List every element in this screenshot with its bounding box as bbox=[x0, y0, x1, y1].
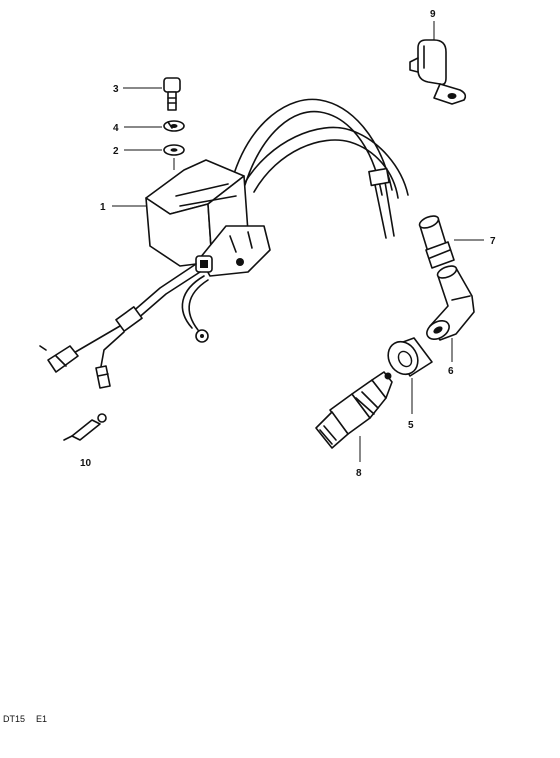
ignition-coil-drawing bbox=[145, 159, 271, 277]
callout-7: 7 bbox=[490, 236, 496, 247]
region-code: E1 bbox=[36, 714, 47, 724]
callout-6: 6 bbox=[448, 366, 454, 377]
wire-terminal-drawing bbox=[63, 413, 107, 441]
model-code: DT15 bbox=[3, 714, 25, 724]
spark-plug-cap-drawing bbox=[426, 265, 475, 341]
callout-9: 9 bbox=[430, 9, 436, 20]
washer-drawing bbox=[163, 144, 185, 156]
callout-1: 1 bbox=[100, 202, 106, 213]
callout-2: 2 bbox=[113, 146, 119, 157]
clamp-drawing bbox=[409, 39, 467, 105]
spark-plug-drawing bbox=[315, 371, 393, 449]
callout-4: 4 bbox=[113, 123, 119, 134]
coil-wiring bbox=[39, 263, 209, 389]
callout-3: 3 bbox=[113, 84, 119, 95]
grommet-drawing bbox=[387, 337, 433, 377]
high-tension-leads bbox=[231, 98, 409, 239]
callout-8: 8 bbox=[356, 468, 362, 479]
lock-washer-drawing bbox=[163, 120, 185, 132]
callout-10: 10 bbox=[80, 458, 92, 469]
bolt-drawing bbox=[163, 77, 181, 111]
cap-boot-drawing bbox=[418, 215, 455, 269]
callout-5: 5 bbox=[408, 420, 414, 431]
